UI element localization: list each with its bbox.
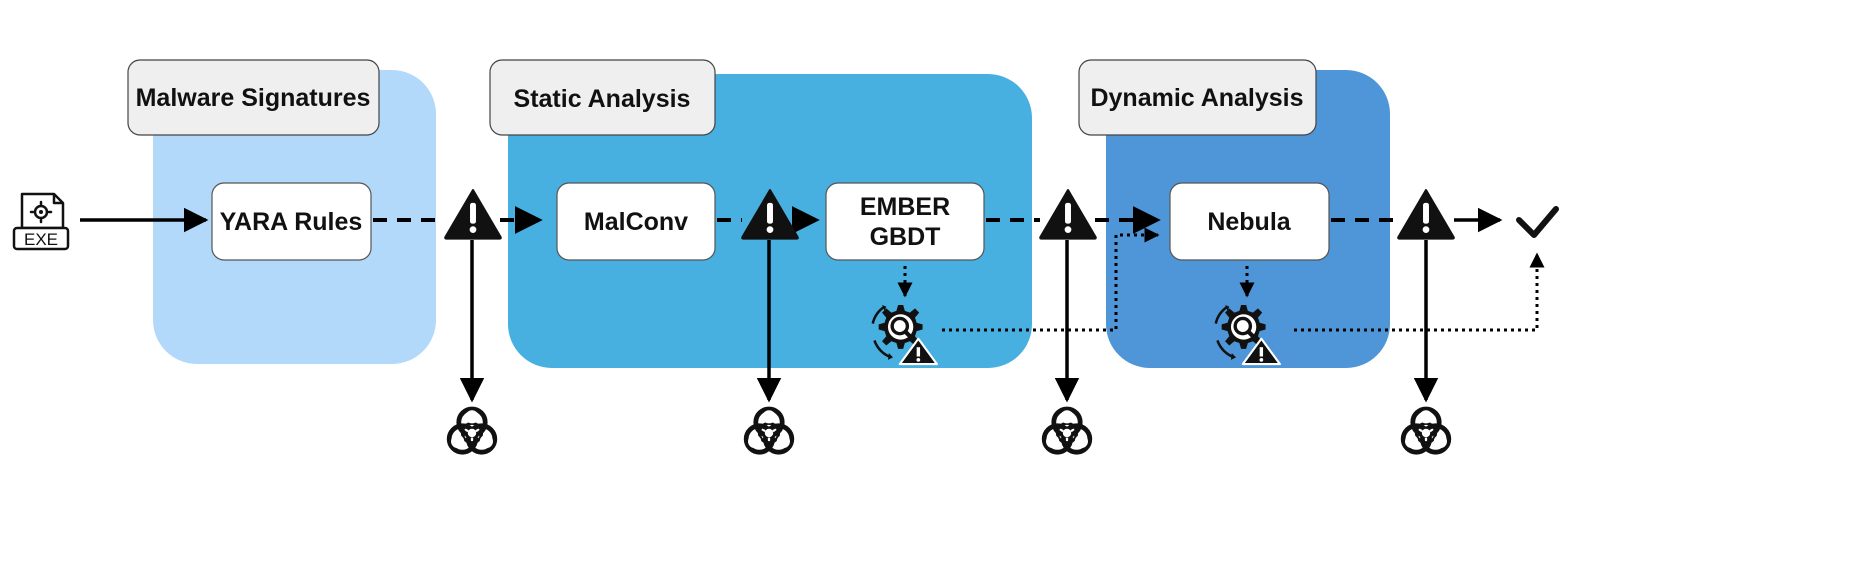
stage-header-signatures: Malware Signatures <box>127 59 380 136</box>
exe-label: EXE <box>24 230 58 249</box>
biohazard-icon <box>1403 409 1449 452</box>
stage-header-static: Static Analysis <box>489 59 716 136</box>
node-nebula: Nebula <box>1169 182 1330 261</box>
node-malconv: MalConv <box>556 182 716 261</box>
exe-file-icon: EXE <box>12 192 70 251</box>
stage-title-signatures: Malware Signatures <box>136 84 371 112</box>
stage-title-dynamic: Dynamic Analysis <box>1090 84 1303 112</box>
node-ember-gbdt: EMBER GBDT <box>825 182 985 261</box>
node-label-nebula: Nebula <box>1207 208 1291 236</box>
feedback-ember-to-nebula <box>942 227 1160 332</box>
node-label-malconv: MalConv <box>584 208 688 236</box>
stage-header-dynamic: Dynamic Analysis <box>1078 59 1317 136</box>
warning-icon <box>444 189 502 240</box>
biohazard-icon <box>449 409 495 452</box>
node-label-yara: YARA Rules <box>220 208 363 236</box>
node-yara-rules: YARA Rules <box>211 182 372 261</box>
warning-icon <box>1397 189 1455 240</box>
node-label-ember-line2: GBDT <box>870 223 941 251</box>
checkmark-icon <box>1516 206 1559 238</box>
biohazard-icon <box>1044 409 1090 452</box>
warning-icon <box>1039 189 1097 240</box>
stage-title-static: Static Analysis <box>514 85 691 113</box>
biohazard-icon <box>746 409 792 452</box>
node-label-ember-line1: EMBER <box>860 193 950 221</box>
